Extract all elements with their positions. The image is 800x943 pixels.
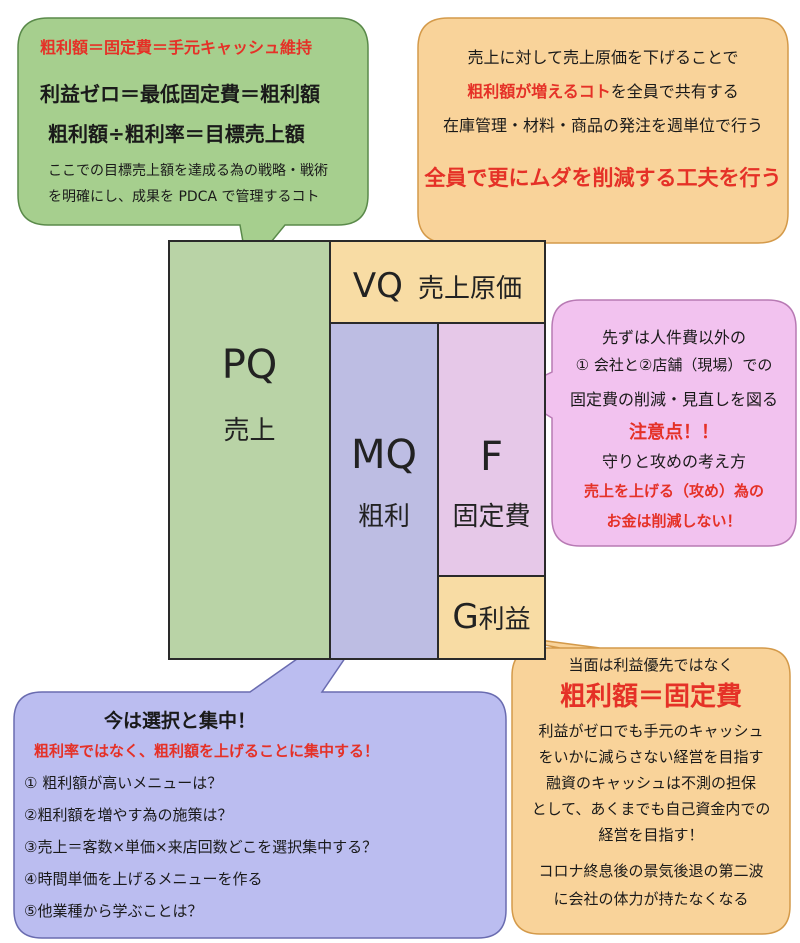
blue-title: 今は選択と集中！ [104, 710, 257, 732]
green-line2: 利益ゼロ＝最低固定費＝粗利額 [40, 82, 320, 106]
pink-line3: 固定費の削減・見直しを図る [569, 390, 778, 409]
green-line1: 粗利額＝固定費＝手元キャッシュ維持 [40, 38, 313, 57]
f-box: F 固定費 [437, 322, 546, 577]
pink-line2: ① 会社と②店舗（現場）での [575, 356, 773, 374]
mq-code: MQ [351, 432, 417, 478]
orange2-line1: 当面は利益優先ではなく [568, 656, 734, 674]
pink-line1: 先ずは人件費以外の [601, 328, 746, 347]
pink-line5: 守りと攻めの考え方 [601, 452, 746, 471]
orange2-line5: 融資のキャッシュは不測の担保 [545, 774, 756, 792]
orange2-line9: に会社の体力が持たなくなる [553, 890, 749, 908]
f-name: 固定費 [452, 502, 531, 532]
vq-box: VQ 売上原価 [329, 240, 546, 324]
bubble-blue-shape [13, 594, 507, 939]
orange2-line6: として、あくまでも自己資金内での [531, 800, 771, 818]
pq-name: 売上 [223, 416, 276, 446]
pink-line4: 注意点！！ [629, 422, 719, 443]
orange-line1: 売上に対して売上原価を下げることで [467, 48, 739, 67]
green-line3: 粗利額÷粗利率＝目標売上額 [48, 122, 305, 146]
orange2-line2: 粗利額＝固定費 [559, 682, 742, 712]
mq-name: 粗利 [357, 502, 410, 532]
orange-line3: 在庫管理・材料・商品の発注を週単位で行う [442, 116, 763, 135]
blue-item-4: ④時間単価を上げるメニューを作る [24, 870, 263, 888]
orange2-line4: をいかに減らさない経営を目指す [538, 748, 764, 766]
blue-subtitle: 粗利率ではなく、粗利額を上げることに集中する！ [34, 742, 380, 760]
g-box: G利益 [437, 575, 546, 660]
orange-line2-rest: を全員で共有する [610, 82, 739, 101]
orange2-line7: 経営を目指す！ [598, 826, 704, 844]
g-code: G [452, 597, 479, 637]
blue-item-2: ②粗利額を増やす為の施策は？ [24, 806, 233, 824]
pq-box: PQ 売上 [168, 240, 331, 660]
orange-line2-red: 粗利額が増えるコト [467, 82, 611, 101]
g-label: G利益 [439, 597, 544, 637]
pq-code: PQ [221, 342, 278, 388]
pink-line6: 売上を上げる（攻め）為の [583, 482, 764, 500]
bubble-pink-shape [508, 299, 797, 547]
orange-line4: 全員で更にムダを削減する工夫を行う [424, 166, 782, 190]
vq-name: 売上原価 [418, 274, 523, 304]
blue-item-1: ① 粗利額が高いメニューは？ [24, 774, 223, 792]
orange2-line8: コロナ終息後の景気後退の第二波 [538, 862, 764, 880]
orange-line2: 粗利額が増えるコトを全員で共有する [418, 78, 788, 102]
vq-code: VQ [352, 266, 403, 306]
mq-box: MQ 粗利 [329, 322, 439, 660]
blue-item-5: ⑤他業種から学ぶことは？ [24, 902, 203, 920]
green-line5: を明確にし、成果を PDCA で管理するコト [48, 189, 320, 205]
f-code: F [479, 434, 503, 480]
g-name: 利益 [478, 605, 531, 635]
orange2-line3: 利益がゼロでも手元のキャッシュ [538, 722, 764, 740]
blue-item-3: ③売上＝客数×単価×来店回数どこを選択集中する？ [24, 838, 378, 856]
pink-line7: お金は削減しない！ [606, 512, 742, 530]
green-line4: ここでの目標売上額を達成る為の戦略・戦術 [48, 163, 328, 179]
bubble-orange2-shape [477, 631, 791, 935]
vq-label: VQ 売上原価 [331, 266, 544, 306]
